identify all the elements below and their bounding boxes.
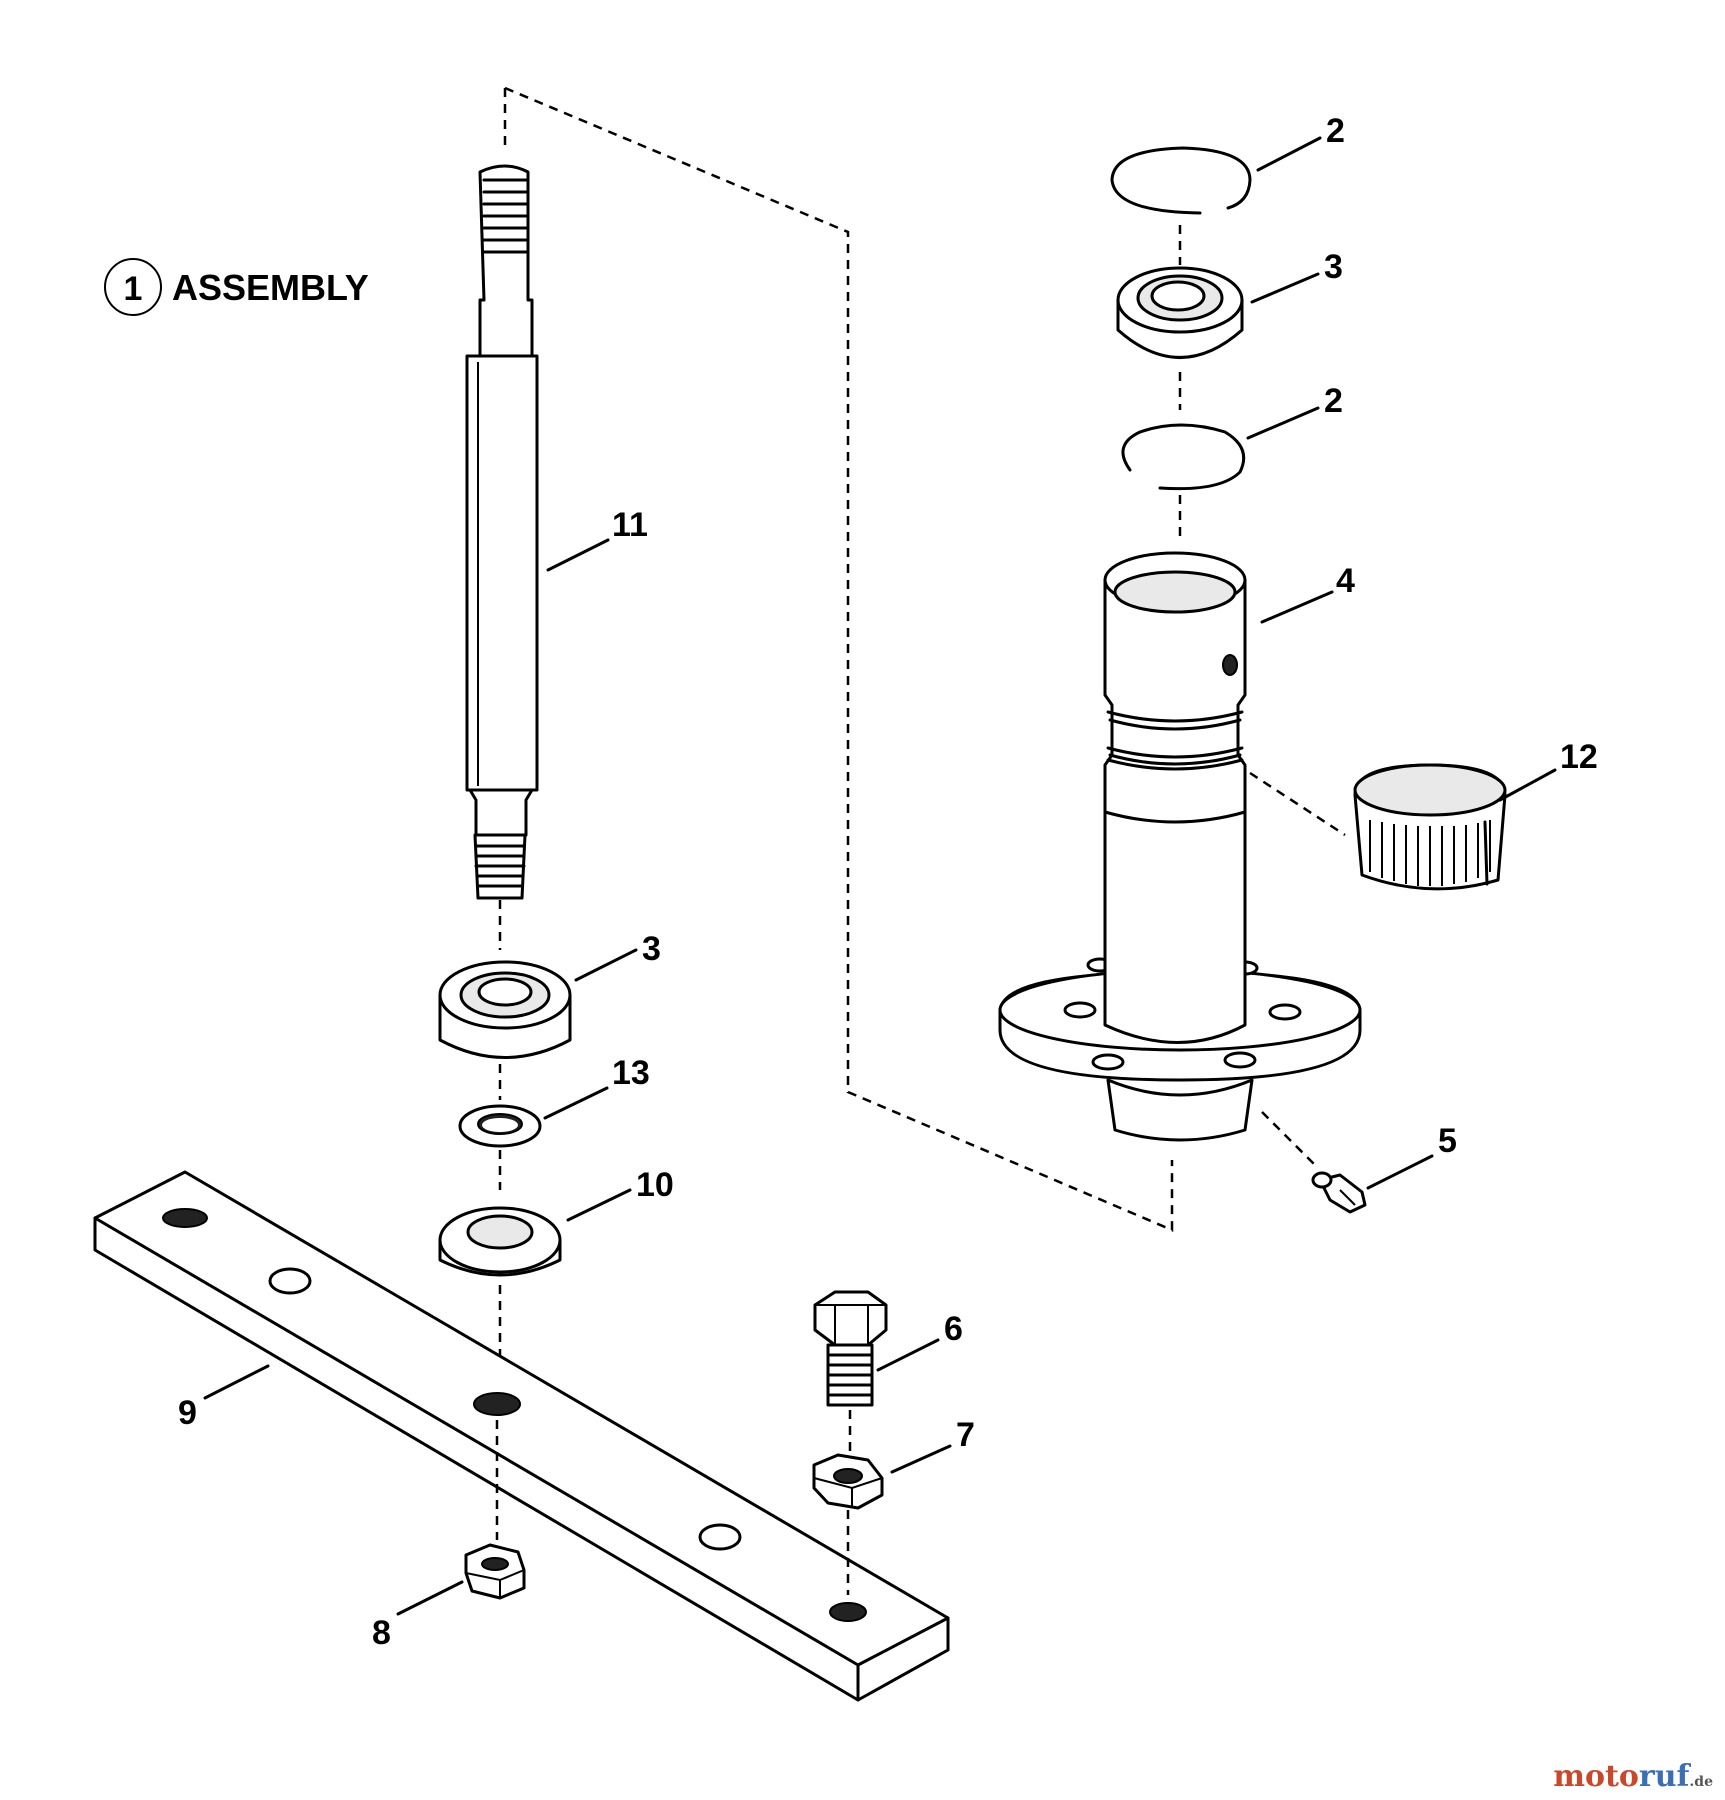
callout-retaining-ring-top: 2 [1326,112,1345,150]
callout-spindle-shaft: 11 [612,506,648,544]
watermark-part3: .de [1689,1774,1713,1790]
callout-bearing-lower: 3 [642,930,661,968]
retaining-ring-mid [1121,423,1246,491]
callout-spacer: 10 [636,1166,674,1204]
assembly-label: 1 ASSEMBLY [104,258,369,316]
nut-left [464,1543,526,1600]
callout-bearing-top: 3 [1324,248,1343,286]
assembly-number-circle [104,258,162,316]
retaining-ring-top [1110,146,1252,215]
grease-fitting [1311,1171,1367,1214]
spindle-shaft [465,164,539,950]
assembly-number: 1 [124,270,143,308]
spindle-housing [998,551,1362,1142]
spacer [438,1206,562,1277]
blade-bar [93,1170,950,1702]
callout-retaining-ring-mid: 2 [1324,382,1343,420]
callout-washer: 13 [612,1054,650,1092]
callout-grease-fitting: 5 [1438,1122,1457,1160]
sleeve [1353,763,1507,891]
callout-leaders [203,136,1557,1616]
bolt [813,1290,888,1407]
callout-bolt: 6 [944,1310,963,1348]
nut-right [812,1453,884,1510]
callout-blade-bar: 9 [178,1394,197,1432]
bearing-lower [438,960,572,1059]
assembly-title: ASSEMBLY [172,267,369,308]
callout-sleeve: 12 [1560,738,1598,776]
watermark-logo: motoruf.de [1553,1759,1713,1794]
assembly-path-dashed [504,86,1174,1232]
callout-nut-right: 7 [956,1416,975,1454]
callout-nut-left: 8 [372,1614,391,1652]
watermark-part2: ruf [1638,1759,1690,1794]
bearing-top [1116,266,1244,359]
washer [458,1104,542,1148]
callout-housing: 4 [1336,562,1355,600]
watermark-part1: moto [1553,1759,1639,1794]
